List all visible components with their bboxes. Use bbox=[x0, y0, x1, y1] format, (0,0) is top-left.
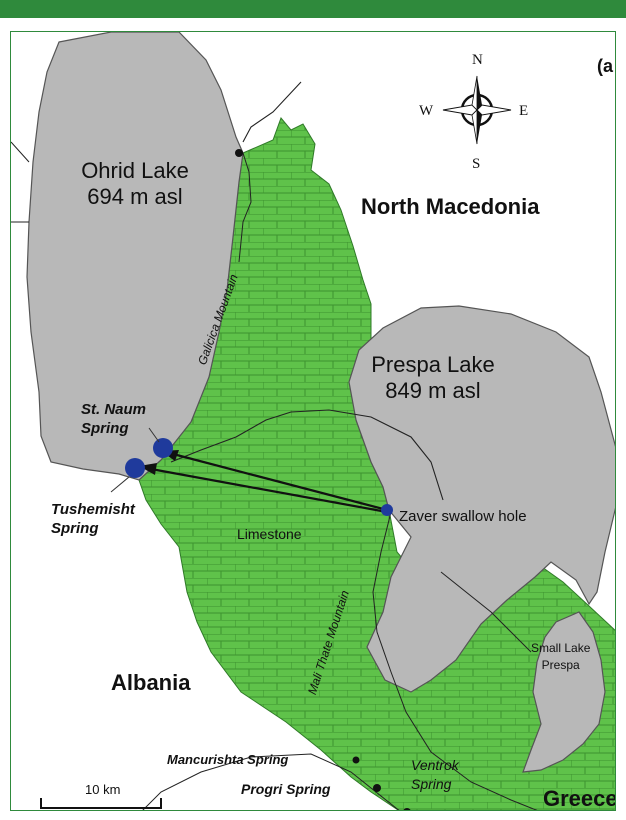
country-greece: Greece bbox=[543, 786, 616, 811]
border-line-east bbox=[170, 81, 444, 501]
tushemisht-line1: Tushemisht bbox=[51, 501, 135, 518]
ventrok-line2: Spring bbox=[411, 776, 452, 792]
country-albania: Albania bbox=[111, 670, 191, 695]
panel-label: (a bbox=[597, 56, 614, 76]
leader-line bbox=[148, 427, 160, 443]
small-prespa-lake bbox=[522, 611, 606, 773]
junction-dot bbox=[235, 149, 243, 157]
ventrok-line1: Ventrok bbox=[411, 757, 459, 773]
zaver-swallow-hole-label: Zaver swallow hole bbox=[399, 508, 527, 525]
prespa-lake bbox=[348, 305, 615, 693]
scale-bar bbox=[40, 798, 162, 809]
small-prespa-line2: Prespa bbox=[541, 658, 580, 672]
border-line-south bbox=[142, 753, 400, 810]
ventrok-spring-label: Ventrok Spring bbox=[411, 756, 459, 794]
zaver-swallow-hole-marker bbox=[381, 504, 393, 516]
tracer-arrow-tushemisht bbox=[150, 467, 388, 514]
st-naum-spring-marker bbox=[153, 438, 173, 458]
ohrid-lake bbox=[26, 32, 244, 481]
prespa-lake-label: Prespa Lake 849 m asl bbox=[363, 352, 503, 404]
ohrid-lake-name: Ohrid Lake bbox=[81, 158, 189, 183]
compass-rose-icon bbox=[442, 75, 512, 145]
ventrok-spring-marker bbox=[403, 808, 411, 810]
ohrid-lake-label: Ohrid Lake 694 m asl bbox=[55, 158, 215, 210]
border-line bbox=[11, 141, 252, 263]
leader-line bbox=[110, 476, 130, 493]
tracer-arrow-st-naum bbox=[172, 452, 388, 512]
limestone-label: Limestone bbox=[237, 526, 302, 542]
small-prespa-label: Small Lake Prespa bbox=[531, 640, 590, 674]
mancurishta-spring-label: Mancurishta Spring bbox=[167, 752, 289, 767]
tushemisht-spring-marker bbox=[125, 458, 145, 478]
progri-spring-marker bbox=[373, 784, 381, 792]
map-canvas bbox=[11, 32, 615, 810]
compass-s: S bbox=[472, 156, 481, 172]
compass-n: N bbox=[472, 52, 483, 68]
prespa-lake-name: Prespa Lake bbox=[371, 352, 495, 377]
tushemisht-line2: Spring bbox=[51, 520, 99, 537]
tushemisht-spring-label: Tushemisht Spring bbox=[51, 500, 135, 538]
st-naum-spring-label: St. Naum Spring bbox=[81, 400, 146, 438]
header-bar bbox=[0, 0, 626, 18]
country-north-macedonia: North Macedonia bbox=[361, 194, 540, 219]
map-frame: (a N S E W Ohrid Lake 694 m asl Prespa L… bbox=[10, 31, 616, 811]
road-line bbox=[372, 511, 538, 810]
st-naum-line2: Spring bbox=[81, 420, 129, 437]
small-prespa-line1: Small Lake bbox=[531, 641, 591, 655]
compass-e: E bbox=[519, 103, 529, 119]
mancurishta-spring-marker bbox=[352, 756, 360, 764]
scale-bar-label: 10 km bbox=[85, 782, 121, 797]
compass-w: W bbox=[419, 103, 434, 119]
prespa-lake-elevation: 849 m asl bbox=[385, 378, 481, 403]
progri-spring-label: Progri Spring bbox=[241, 781, 331, 797]
st-naum-line1: St. Naum bbox=[81, 401, 147, 418]
ohrid-lake-elevation: 694 m asl bbox=[87, 184, 183, 209]
